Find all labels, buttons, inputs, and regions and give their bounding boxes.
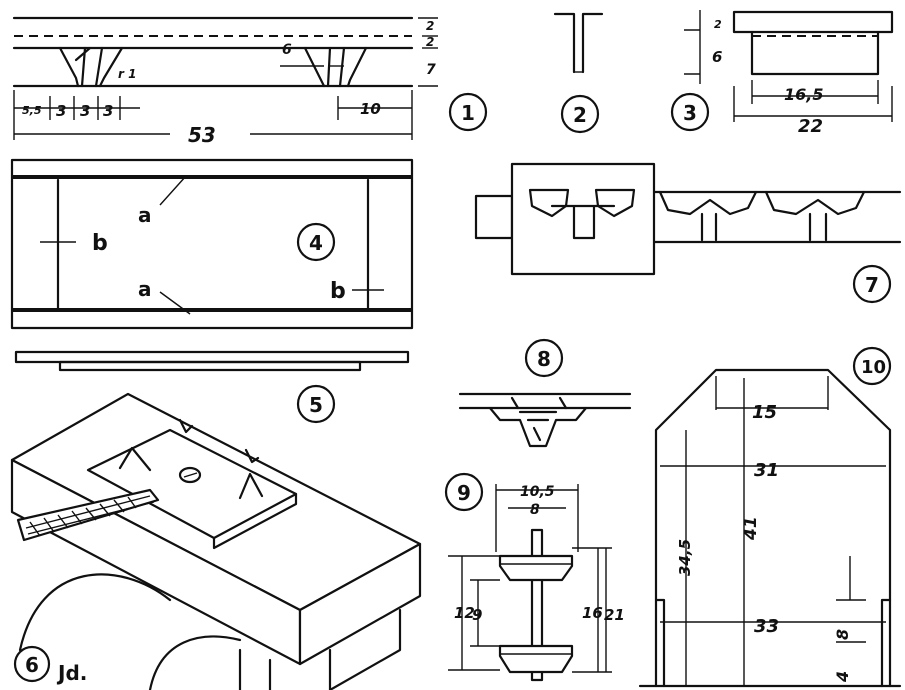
dim-9-l1: 12: [454, 604, 475, 622]
figure-number-1: 1: [461, 101, 475, 125]
label-4-a1: a: [138, 203, 152, 227]
dim-9-top: 10,5: [520, 484, 555, 500]
figure-1-side-view: 2 2 7 6 r 1 5,5 3 3 3 10 53 1: [12, 16, 488, 147]
figure-3-end-view: 2 6 16,5 22 3: [670, 10, 894, 137]
dim-10-low: 33: [754, 616, 779, 637]
figure-2-profile: 2: [553, 12, 604, 134]
dim-3-h2: 6: [712, 48, 722, 66]
dim-1-h3: 7: [426, 62, 436, 78]
label-4-a2: a: [138, 277, 152, 301]
figure-9-wheelset: 9 10,5 8 12 9 16 21: [444, 472, 625, 682]
dim-10-top: 15: [752, 402, 777, 423]
dim-1-d: 3: [103, 102, 113, 120]
figure-number-9: 9: [457, 481, 471, 505]
dim-1-b: 3: [56, 102, 66, 120]
figure-number-8: 8: [537, 347, 551, 371]
figure-number-5: 5: [309, 393, 323, 417]
figure-number-6: 6: [25, 653, 39, 677]
figure-8-bracket: 8: [458, 338, 632, 448]
figure-4-top-view: a a b b 4: [10, 158, 414, 330]
signature: Jd.: [56, 661, 87, 685]
figure-7-assembly: 7: [474, 162, 902, 304]
figure-6-filing-sketch: 6 Jd.: [10, 392, 422, 690]
dim-3-outer: 22: [798, 116, 823, 137]
dim-1-e: 10: [360, 100, 381, 118]
dim-1-h4: 6: [282, 42, 292, 58]
dim-10-s2: 4: [833, 671, 852, 683]
dim-10-h1: 34,5: [676, 539, 694, 576]
figure-number-3: 3: [683, 101, 697, 125]
dim-1-h1: 2: [426, 19, 434, 33]
figure-10-template: 10 15 31 33 34,5 41 8 4: [638, 346, 902, 688]
dim-1-total: 53: [188, 123, 216, 147]
dim-10-mid: 31: [754, 460, 779, 481]
label-4-b2: b: [330, 279, 346, 304]
dim-9-l2: 9: [472, 606, 482, 624]
dim-9-top-inner: 8: [530, 502, 540, 518]
dim-10-s1: 8: [833, 629, 852, 640]
dim-1-c: 3: [80, 102, 90, 120]
dim-10-h2: 41: [741, 516, 761, 541]
dim-3-h1: 2: [714, 18, 722, 31]
dim-3-inner: 16,5: [784, 85, 823, 104]
figure-number-4: 4: [309, 231, 323, 255]
label-4-b1: b: [92, 231, 108, 256]
figure-5-strip: 5: [14, 350, 410, 424]
figure-number-7: 7: [865, 273, 879, 297]
figure-number-10: 10: [861, 357, 886, 378]
dim-1-h2: 2: [426, 35, 434, 49]
dim-9-r1: 16: [582, 604, 603, 622]
dim-9-r2: 21: [604, 606, 625, 624]
figure-number-2: 2: [573, 103, 587, 127]
dim-1-r: r 1: [118, 67, 136, 81]
dim-1-a: 5,5: [22, 104, 42, 117]
